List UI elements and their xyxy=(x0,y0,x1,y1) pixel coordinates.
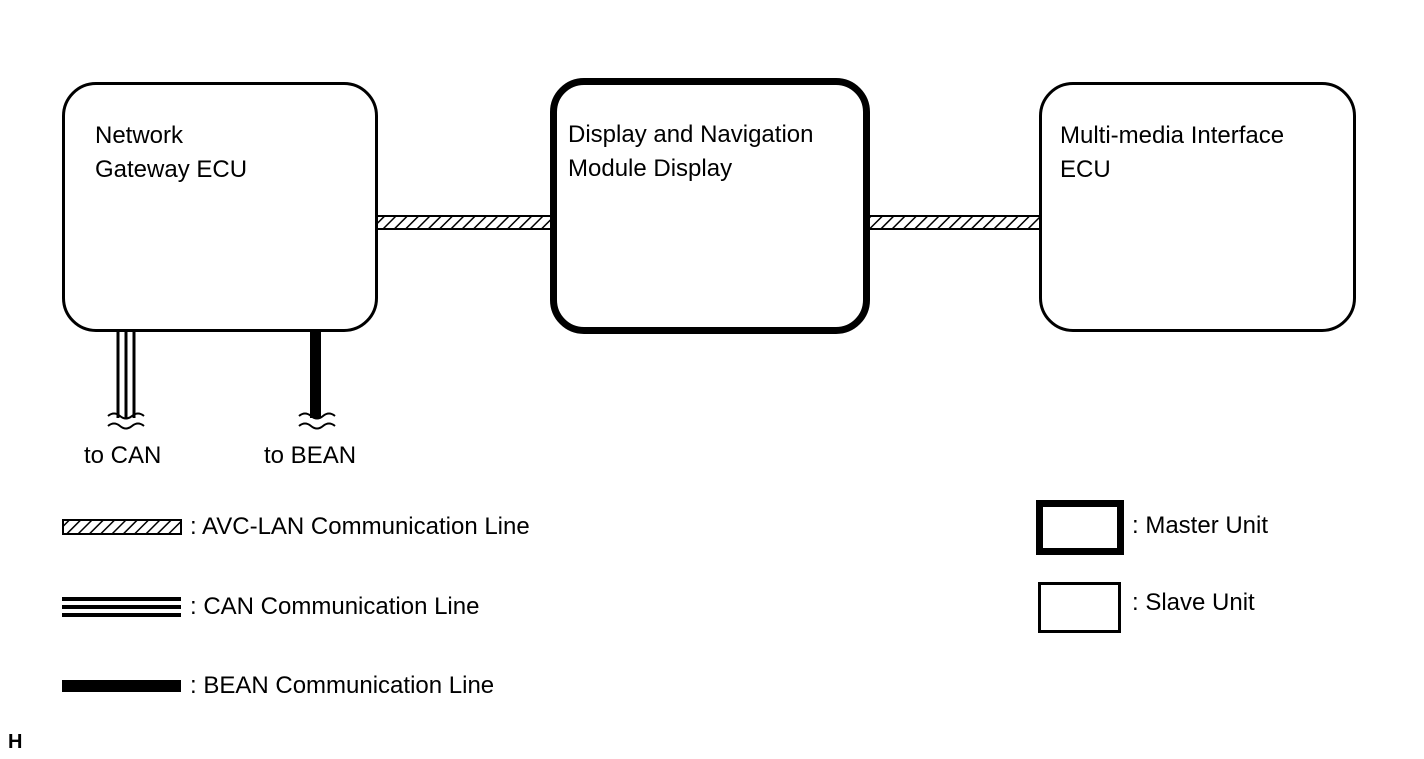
legend-bean-swatch xyxy=(62,680,181,692)
legend-can-label: : CAN Communication Line xyxy=(190,593,480,620)
legend-slave-label: : Slave Unit xyxy=(1132,589,1255,616)
legend-master-swatch xyxy=(1036,500,1124,555)
avc-lan-line-gateway-display xyxy=(376,215,554,230)
legend-slave-swatch xyxy=(1038,582,1121,633)
bean-line xyxy=(298,330,336,430)
display-navigation-module-label: Display and Navigation Module Display xyxy=(568,121,814,182)
display-navigation-module-box: Display and Navigation Module Display xyxy=(550,78,870,334)
avc-lan-line-display-multimedia xyxy=(865,215,1043,230)
to-can-label: to CAN xyxy=(84,442,162,469)
legend-avc-lan-label: : AVC-LAN Communication Line xyxy=(190,513,530,540)
network-gateway-ecu-box: Network Gateway ECU xyxy=(62,82,378,332)
multimedia-interface-ecu-box: Multi-media Interface ECU xyxy=(1039,82,1356,332)
legend-can-swatch xyxy=(62,597,181,617)
can-line xyxy=(107,330,145,430)
multimedia-interface-ecu-label: Multi-media Interface ECU xyxy=(1060,122,1285,183)
network-gateway-ecu-label: Network Gateway ECU xyxy=(95,122,248,183)
to-bean-label: to BEAN xyxy=(264,442,357,469)
corner-mark: H xyxy=(8,731,23,753)
legend-master-label: : Master Unit xyxy=(1132,512,1269,539)
legend-bean-label: : BEAN Communication Line xyxy=(190,672,495,699)
legend-avc-lan-swatch xyxy=(62,519,182,535)
